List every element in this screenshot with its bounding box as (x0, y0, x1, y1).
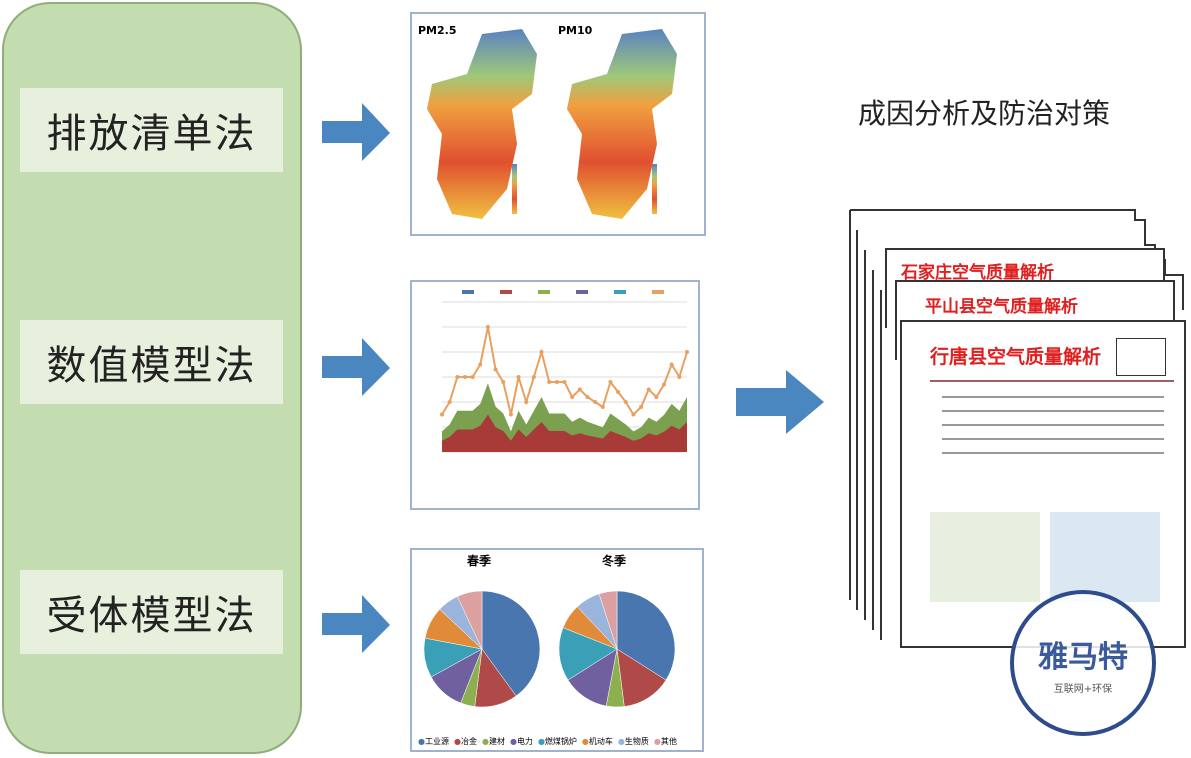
document-page-front: 行唐县空气质量解析 (900, 320, 1186, 648)
legend-swatch (500, 290, 512, 294)
document-stack-edges (849, 209, 1184, 640)
line-point (462, 375, 467, 379)
map-label: PM10 (558, 24, 593, 37)
pie-slice (456, 590, 483, 650)
legend-item: ●电力 (509, 737, 533, 746)
line-point (547, 380, 552, 384)
line-point (577, 387, 582, 392)
source-apportionment-pies: 春季 冬季 ●工业源 ●冶金 ●建材 ●电力 ●燃煤锅炉 ●机动车 ●生物质 ●其他 (410, 548, 704, 752)
line-point (608, 380, 613, 384)
line-point (623, 400, 628, 404)
legend-item: ●工业源 (418, 737, 449, 746)
line-point (493, 367, 498, 372)
line-point (562, 380, 567, 384)
line-point (478, 362, 483, 367)
line-point (485, 325, 490, 329)
line-point (654, 395, 659, 399)
line-point (593, 400, 598, 404)
line-point (631, 412, 636, 417)
method-numerical-model: 数值模型法 (20, 320, 283, 404)
line-series (441, 326, 688, 417)
line-point (455, 375, 460, 379)
pie-slice (598, 590, 618, 650)
legend-swatch (614, 290, 626, 294)
line-point (639, 405, 644, 409)
legend-swatch (652, 290, 664, 294)
legend-item: ●生物质 (617, 737, 649, 746)
line-point (516, 375, 521, 379)
arrow-right-icon (322, 103, 390, 161)
line-point (662, 382, 667, 387)
line-point (677, 375, 682, 379)
arrow-right-icon (736, 370, 824, 434)
legend-item: ●机动车 (581, 737, 613, 746)
line-point (508, 412, 513, 417)
line-point (539, 350, 544, 354)
logo-name: 雅马特 (1038, 640, 1128, 675)
line-point (600, 405, 605, 409)
line-point (524, 400, 529, 404)
document-title: 石家庄空气质量解析 (901, 263, 1054, 283)
line-point (470, 375, 475, 379)
line-point (447, 400, 452, 404)
watermark-logo: 雅马特 互联网+环保 (1010, 590, 1156, 736)
map-label: PM2.5 (418, 24, 457, 37)
method-emission-inventory: 排放清单法 (20, 88, 283, 172)
legend-item: ●燃煤锅炉 (537, 737, 577, 746)
document-title: 平山县空气质量解析 (925, 297, 1078, 317)
legend-swatch (576, 290, 588, 294)
arrow-right-icon (322, 338, 390, 396)
pie-svg (423, 590, 676, 708)
line-point (531, 375, 536, 379)
pie-title: 冬季 (602, 554, 627, 568)
logo-tagline: 互联网+环保 (1053, 684, 1113, 695)
line-point (669, 362, 674, 367)
pie-legend: ●工业源 ●冶金 ●建材 ●电力 ●燃煤锅炉 ●机动车 ●生物质 ●其他 (418, 736, 677, 747)
legend-item: ●其他 (653, 737, 677, 746)
line-point (646, 387, 651, 392)
area-series (442, 414, 687, 452)
pie-slice (616, 590, 676, 681)
line-point (440, 412, 444, 417)
result-title: 成因分析及防治对策 (858, 97, 1111, 130)
time-series-chart (410, 280, 700, 510)
line-point (501, 380, 506, 384)
method-receptor-model: 受体模型法 (20, 570, 283, 654)
pie-slice (481, 590, 541, 697)
chart-svg (440, 290, 689, 453)
line-point (616, 390, 621, 394)
pie-slice (558, 627, 618, 681)
legend-item: ●冶金 (453, 737, 477, 746)
line-point (685, 350, 689, 354)
maps-figure: PM2.5 PM10 (418, 24, 677, 219)
line-point (554, 380, 559, 384)
arrow-right-icon (322, 595, 390, 653)
legend-swatch (462, 290, 474, 294)
legend-swatch (538, 290, 550, 294)
line-point (570, 395, 575, 399)
pollution-maps: PM2.5 PM10 (410, 12, 706, 236)
pie-title: 春季 (467, 554, 492, 568)
pie-slice (616, 648, 667, 707)
legend-item: ●建材 (481, 737, 505, 746)
line-point (585, 395, 590, 399)
document-title: 行唐县空气质量解析 (930, 346, 1102, 368)
